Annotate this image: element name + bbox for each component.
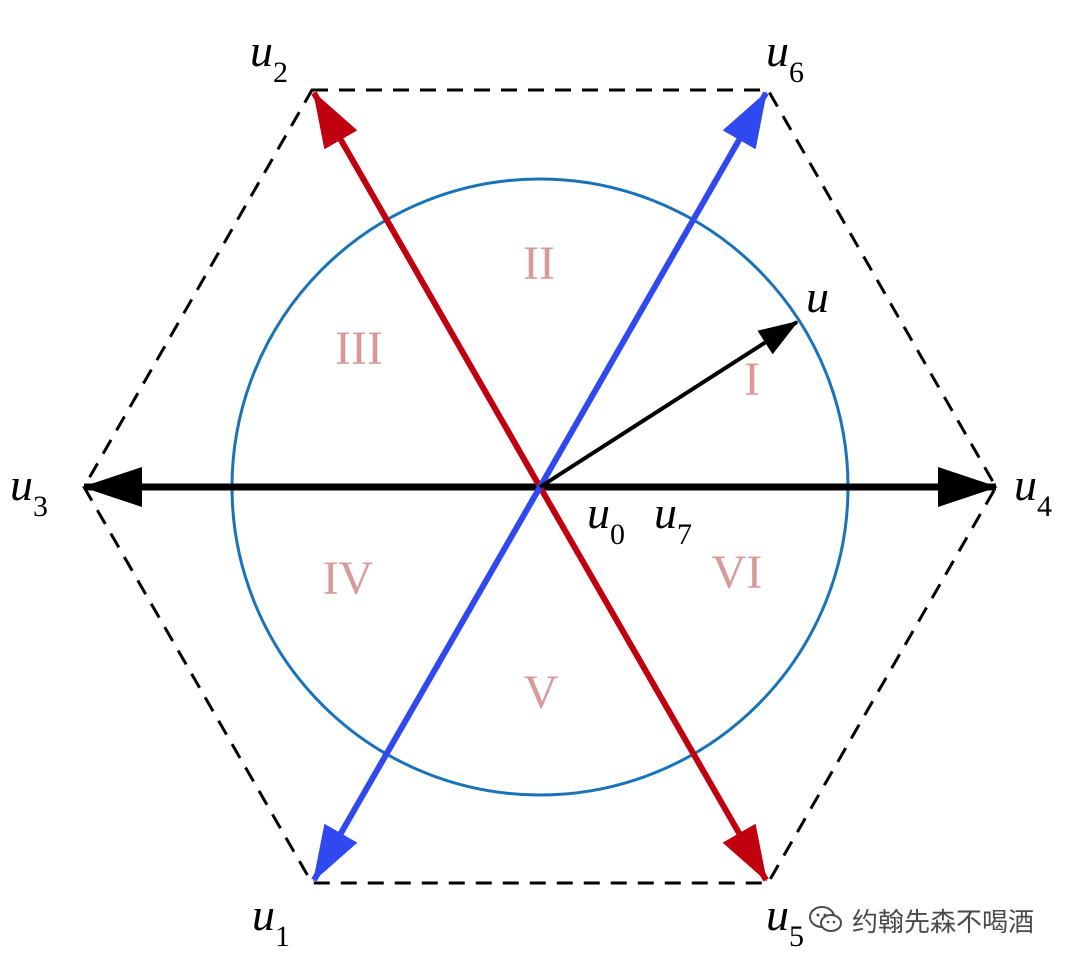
sector-label-4: IV bbox=[323, 552, 374, 605]
watermark-text: 约翰先森不喝酒 bbox=[852, 907, 1035, 938]
label-u7: u7 bbox=[654, 487, 692, 551]
u5-axis-arrow bbox=[537, 485, 769, 882]
sector-label-2: II bbox=[523, 237, 555, 290]
label-u1: u1 bbox=[252, 889, 290, 953]
label-u6: u6 bbox=[766, 25, 804, 89]
watermark: 约翰先森不喝酒 bbox=[808, 900, 1034, 940]
sector-label-1: I bbox=[744, 353, 760, 406]
label-u5: u5 bbox=[766, 889, 804, 953]
reference-vector-arrow bbox=[538, 320, 799, 489]
label-u2: u2 bbox=[250, 25, 288, 89]
sector-label-5: V bbox=[524, 666, 559, 719]
u2-axis-arrow bbox=[311, 91, 543, 489]
u1-axis-arrow bbox=[311, 485, 543, 882]
label-u0: u0 bbox=[587, 487, 625, 551]
chat-bubble-icon bbox=[809, 906, 842, 932]
label-reference-vector: u bbox=[806, 271, 829, 322]
label-u4: u4 bbox=[1014, 459, 1052, 523]
label-u3: u3 bbox=[10, 459, 48, 523]
sector-label-3: III bbox=[335, 322, 383, 375]
sector-label-6: VI bbox=[712, 546, 763, 599]
u6-axis-arrow bbox=[537, 91, 769, 489]
